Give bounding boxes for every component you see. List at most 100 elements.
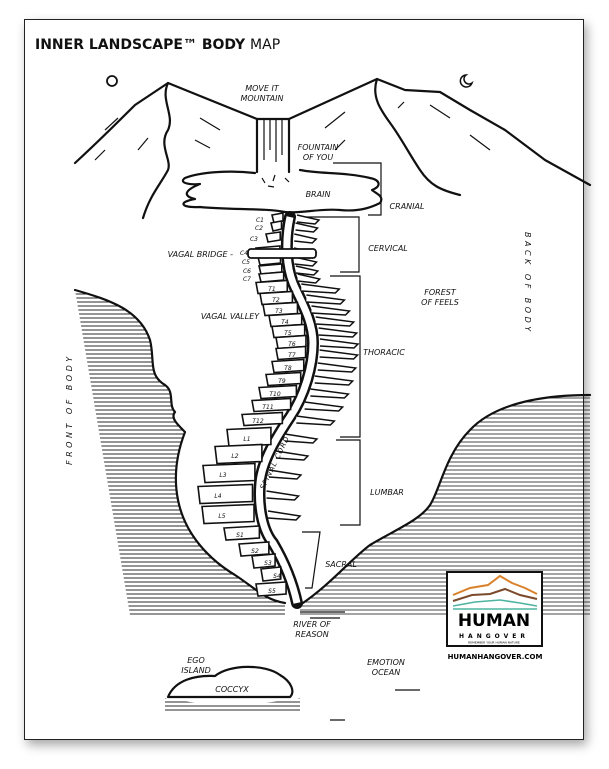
vertebra-label: T12 [252, 418, 263, 425]
spine: C1C2C3C4C5C6C7T1T2T3T4T5T6T7T8T9T10T11T1… [197, 211, 360, 609]
region-brackets [300, 162, 382, 589]
vertebra-label: S5 [268, 588, 276, 595]
spinous-process [296, 415, 336, 426]
vertebra-body [201, 503, 255, 525]
vertebra-label: T5 [284, 330, 292, 337]
ego-island [165, 665, 300, 712]
label-cervical: CERVICAL [368, 244, 408, 253]
spinous-process [275, 450, 310, 461]
vertebra-label: S4 [273, 573, 281, 580]
vertebra-t8: T8 [271, 358, 358, 374]
vertebra-l2: L2 [214, 443, 310, 465]
vertebra-body [202, 462, 256, 484]
vertebra-s2: S2 [238, 541, 270, 557]
page-title: INNER LANDSCAPE™ BODY MAP [35, 37, 280, 53]
vertebra-body [260, 566, 282, 582]
vertebra-body [251, 397, 292, 413]
label-cranial: CRANIAL [390, 202, 425, 211]
label-brain: BRAIN [306, 190, 331, 199]
spinous-process [310, 388, 350, 399]
vertebra-c1: C1 [256, 212, 321, 225]
vertebra-c6: C6 [243, 263, 320, 276]
vertebra-s3: S3 [251, 553, 276, 569]
vertebra-body [271, 358, 305, 374]
vertebra-body [226, 426, 272, 448]
spinous-process [294, 256, 319, 267]
vagal-bridge [247, 248, 317, 259]
vertebra-label: C1 [256, 217, 264, 224]
vertebra-label: C6 [243, 268, 251, 275]
vertebra-label: S1 [236, 532, 244, 539]
water-ripples [300, 611, 420, 721]
vertebra-c7: C7 [243, 271, 322, 284]
vertebra-label: T2 [272, 297, 280, 304]
logo-name: HUMAN [458, 611, 530, 631]
vertebra-t11: T11 [251, 397, 345, 413]
mountains [73, 77, 592, 220]
vertebra-label: T11 [262, 404, 273, 411]
spinous-process [318, 327, 359, 338]
spinous-process [315, 316, 356, 327]
logo-url[interactable]: HUMANHANGOVER.COM [448, 653, 543, 661]
vertebra-label: S3 [264, 560, 272, 567]
waterfall [255, 117, 291, 188]
spinous-process [306, 294, 347, 305]
spinous-process [297, 273, 322, 284]
spinous-process [294, 233, 318, 244]
vertebra-t1: T1 [255, 279, 341, 295]
vertebra-label: C4 [240, 250, 248, 257]
spinous-process [295, 222, 320, 233]
logo-sub: HANGOVER [459, 633, 529, 640]
spinous-process [314, 375, 355, 386]
vertebra-t9: T9 [265, 371, 355, 387]
vertebra-body [275, 345, 307, 361]
vertebra-label: C7 [243, 276, 251, 283]
vertebra-l5: L5 [201, 503, 302, 525]
vertebra-t4: T4 [268, 312, 356, 328]
label-coccyx: COCCYX [215, 685, 249, 694]
vertebra-c2: C2 [255, 220, 320, 233]
spinous-process [311, 305, 352, 316]
vertebra-label: T9 [278, 378, 286, 385]
vertebra-label: T8 [284, 365, 292, 372]
vertebra-l3: L3 [202, 462, 303, 484]
spinous-process [317, 362, 358, 373]
label-vagal-valley: VAGAL VALLEY [201, 312, 260, 321]
vertebra-label: T10 [269, 391, 280, 398]
vertebra-body [241, 411, 284, 427]
spinous-process [295, 265, 320, 276]
vertebra-body [223, 525, 261, 541]
vertebra-body [270, 220, 283, 232]
label-back-of-body: BACK OF BODY [523, 232, 532, 335]
vertebra-label: T6 [288, 341, 296, 348]
spinous-process [267, 510, 302, 521]
spinous-process [304, 401, 345, 412]
logo-tagline: REMEMBER YOUR HUMAN NATURE [468, 641, 520, 645]
vertebra-s4: S4 [260, 566, 282, 582]
spinous-process [296, 214, 321, 225]
vertebra-body [265, 231, 282, 243]
spinous-process [319, 338, 360, 349]
vertebra-t3: T3 [262, 301, 352, 317]
vertebra-body [251, 553, 276, 569]
spinous-process [266, 490, 301, 501]
front-of-body-outline [73, 288, 287, 615]
vertebra-label: L4 [214, 493, 221, 500]
back-of-body-outline [298, 393, 592, 615]
vertebra-label: C2 [255, 225, 263, 232]
vertebra-c3: C3 [250, 231, 318, 244]
vertebra-label: C3 [250, 236, 258, 243]
vertebra-label: L3 [219, 472, 226, 479]
vertebra-label: T4 [281, 319, 289, 326]
vertebra-t6: T6 [275, 334, 360, 350]
vertebra-t10: T10 [258, 384, 350, 400]
vertebra-l1: L1 [226, 426, 319, 448]
vertebra-label: L1 [243, 436, 250, 443]
